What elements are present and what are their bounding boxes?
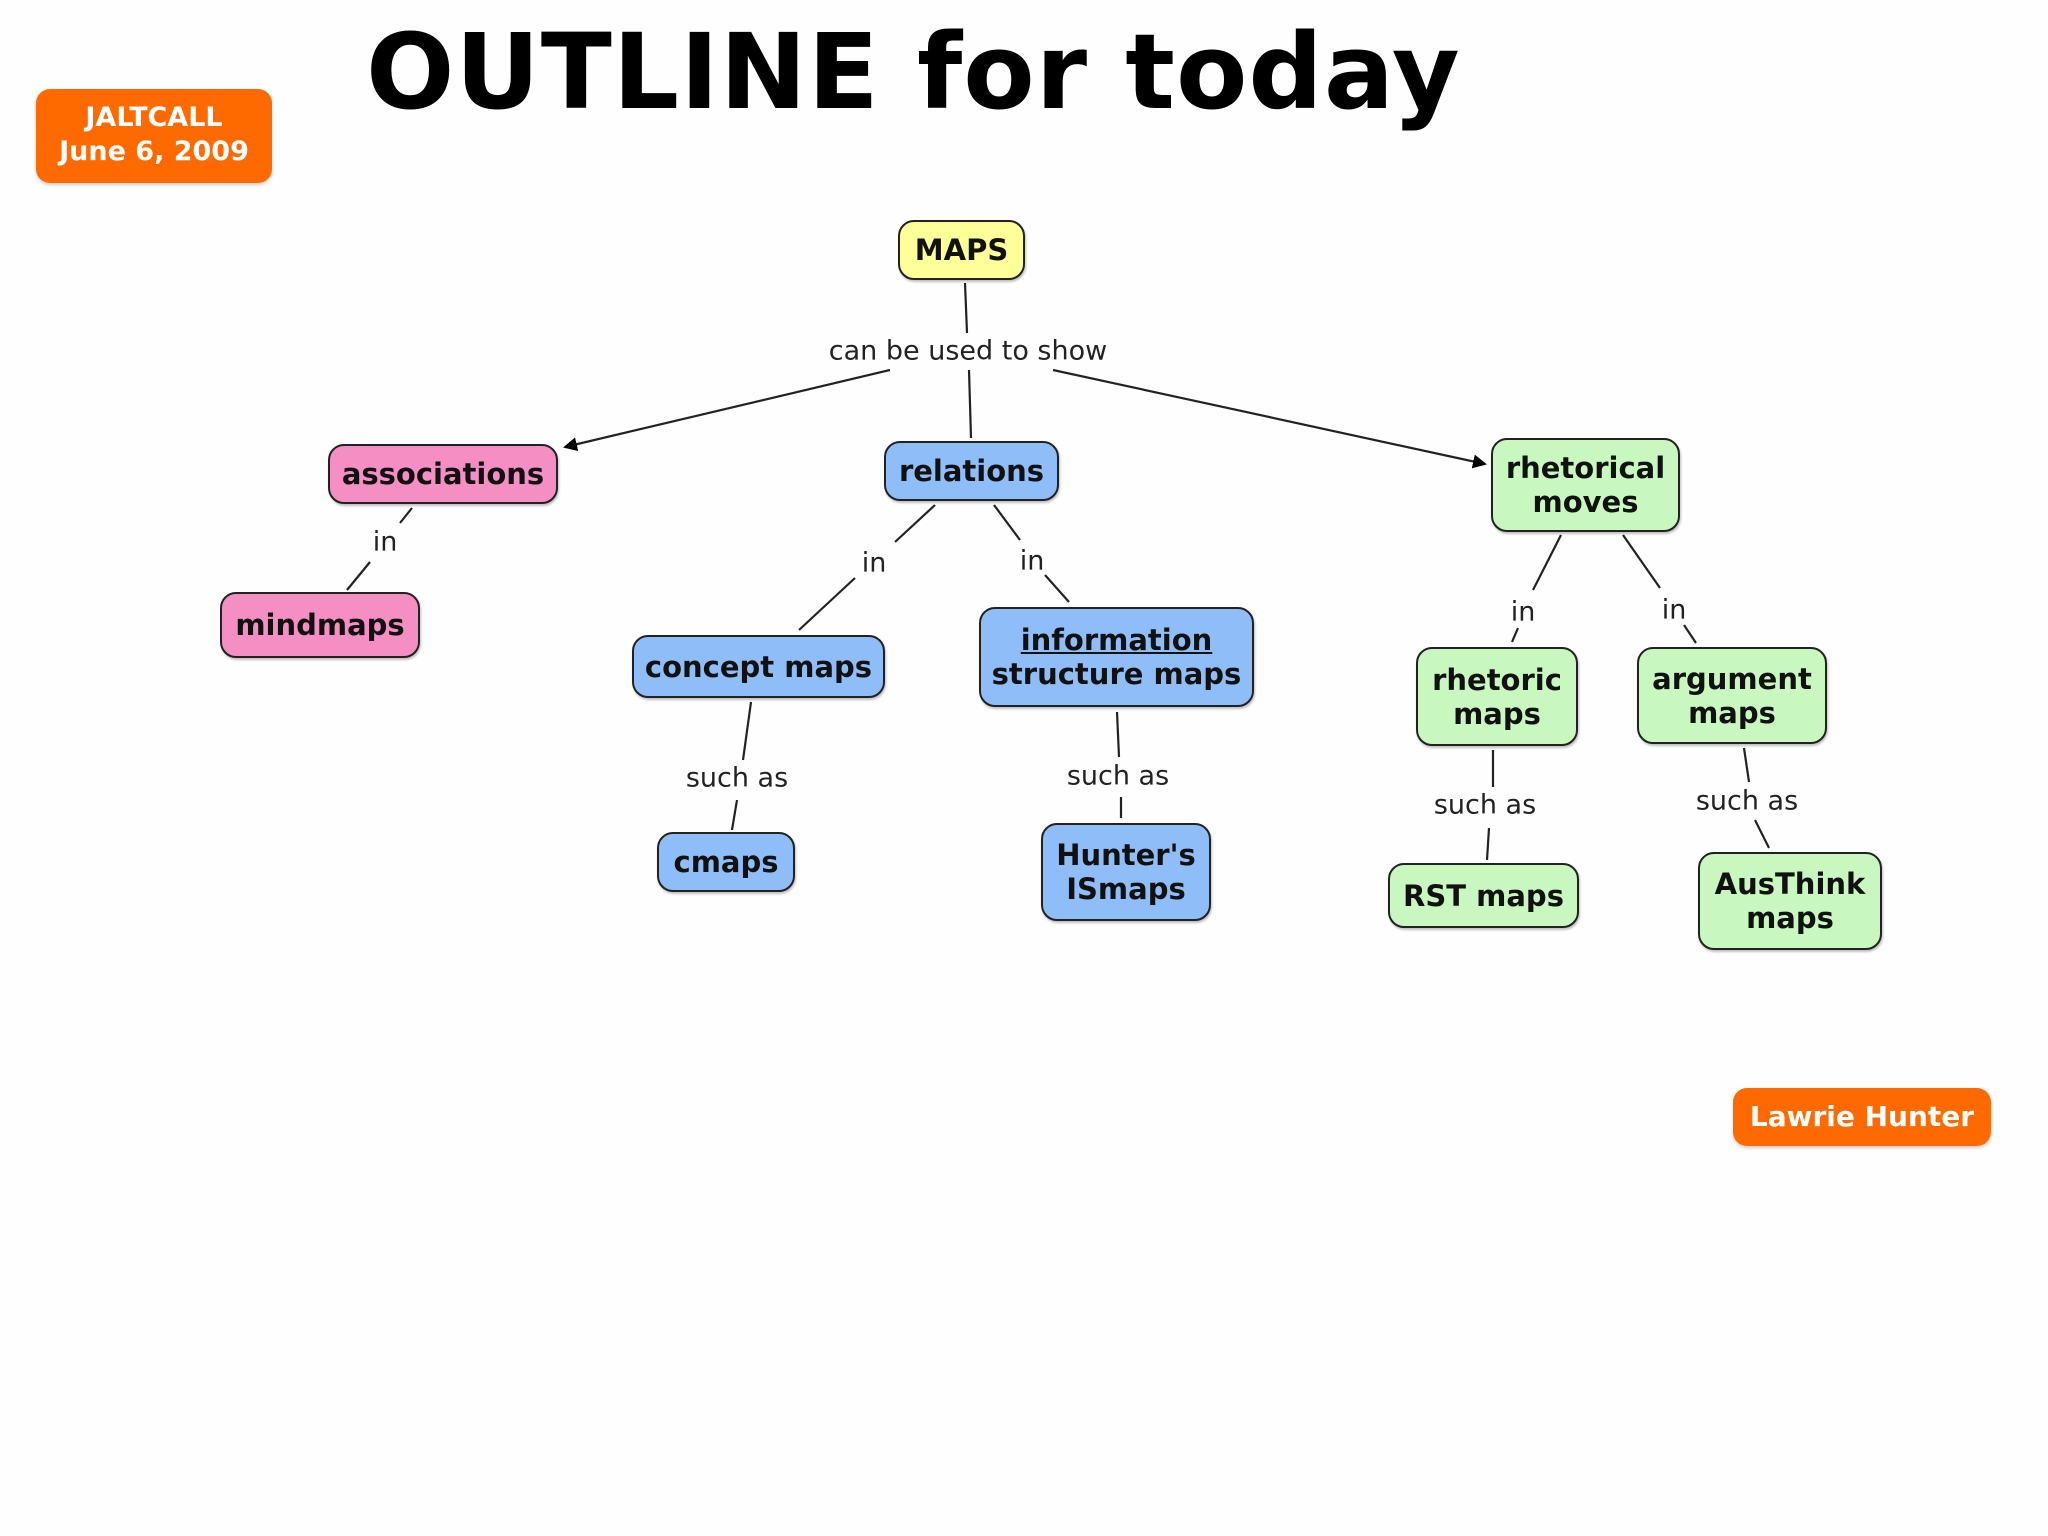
event-date: June 6, 2009 <box>59 136 249 167</box>
node-information-structure-maps: information structure maps <box>979 607 1254 707</box>
node-label: cmaps <box>673 845 779 879</box>
node-label: relations <box>898 454 1045 488</box>
node-label: RST maps <box>1403 878 1564 913</box>
node-hunters-ismaps: Hunter's ISmaps <box>1041 823 1211 921</box>
connector-argument-label <box>1742 747 1751 783</box>
node-label: associations <box>341 457 545 491</box>
connector-rhet-argument-bottom <box>1683 624 1697 644</box>
link-label-such-as: such as <box>1066 760 1170 792</box>
connector-label-austhink <box>1754 819 1770 849</box>
node-label: argument <box>1652 661 1812 696</box>
connector-rhet-rhetoric-top <box>1532 534 1562 591</box>
connector-rel-info-bottom <box>1044 574 1070 603</box>
connector-info-label <box>1115 711 1121 758</box>
node-label-link[interactable]: information <box>1020 623 1213 657</box>
link-label-in: in <box>1510 596 1536 628</box>
node-maps: MAPS <box>898 220 1025 280</box>
node-label: rhetorical <box>1505 451 1666 485</box>
node-associations: associations <box>328 444 558 504</box>
node-austhink-maps: AusThink maps <box>1698 852 1882 950</box>
node-label: maps <box>1453 696 1541 731</box>
connector-rel-info-top <box>993 504 1021 541</box>
node-label: MAPS <box>914 233 1009 267</box>
node-label: ISmaps <box>1066 872 1186 906</box>
connector-maps-to-label <box>963 282 969 334</box>
node-label: rhetoric <box>1432 662 1562 697</box>
node-label: concept maps <box>644 649 873 684</box>
node-label: mindmaps <box>235 608 405 642</box>
event-badge: JALTCALL June 6, 2009 <box>36 89 272 183</box>
connector-rel-concept-bottom <box>798 577 856 631</box>
node-label: structure maps <box>991 657 1242 691</box>
link-label-such-as: such as <box>685 762 789 794</box>
link-label-such-as: such as <box>1433 789 1537 821</box>
connector-label-mindmaps <box>346 561 371 591</box>
node-label: maps <box>1688 695 1776 730</box>
event-name: JALTCALL <box>85 102 223 133</box>
page-title: OUTLINE for today <box>366 11 1461 133</box>
node-rhetorical-moves: rhetorical moves <box>1491 438 1680 532</box>
connector-rel-concept-top <box>894 504 936 543</box>
node-label: maps <box>1746 901 1834 935</box>
node-relations: relations <box>884 441 1059 501</box>
link-label-such-as: such as <box>1695 785 1799 817</box>
connector-assoc-label <box>399 507 413 524</box>
link-label-in: in <box>372 526 398 558</box>
link-label-in: in <box>1661 594 1687 626</box>
node-rhetoric-maps: rhetoric maps <box>1416 647 1578 746</box>
node-mindmaps: mindmaps <box>220 592 420 658</box>
connector-to-relations <box>967 369 973 439</box>
connector-to-rhetorical <box>1052 368 1487 469</box>
node-label: Hunter's <box>1056 838 1196 872</box>
connector-label-rst <box>1485 827 1491 861</box>
author-badge: Lawrie Hunter <box>1733 1088 1991 1146</box>
connector-to-associations <box>563 368 891 452</box>
link-label-can-be-used-to-show: can be used to show <box>828 335 1108 367</box>
connector-rhet-rhetoric-bottom <box>1510 627 1520 643</box>
link-label-in: in <box>861 547 887 579</box>
node-label: moves <box>1532 485 1639 519</box>
link-label-in: in <box>1019 545 1045 577</box>
node-cmaps: cmaps <box>657 832 795 892</box>
node-rst-maps: RST maps <box>1388 863 1579 928</box>
node-concept-maps: concept maps <box>632 635 885 698</box>
node-label: AusThink <box>1714 867 1866 901</box>
node-argument-maps: argument maps <box>1637 647 1827 744</box>
connector-rhet-argument-top <box>1622 534 1661 589</box>
connector-label-cmaps <box>730 799 739 831</box>
connector-concept-label <box>741 701 753 761</box>
